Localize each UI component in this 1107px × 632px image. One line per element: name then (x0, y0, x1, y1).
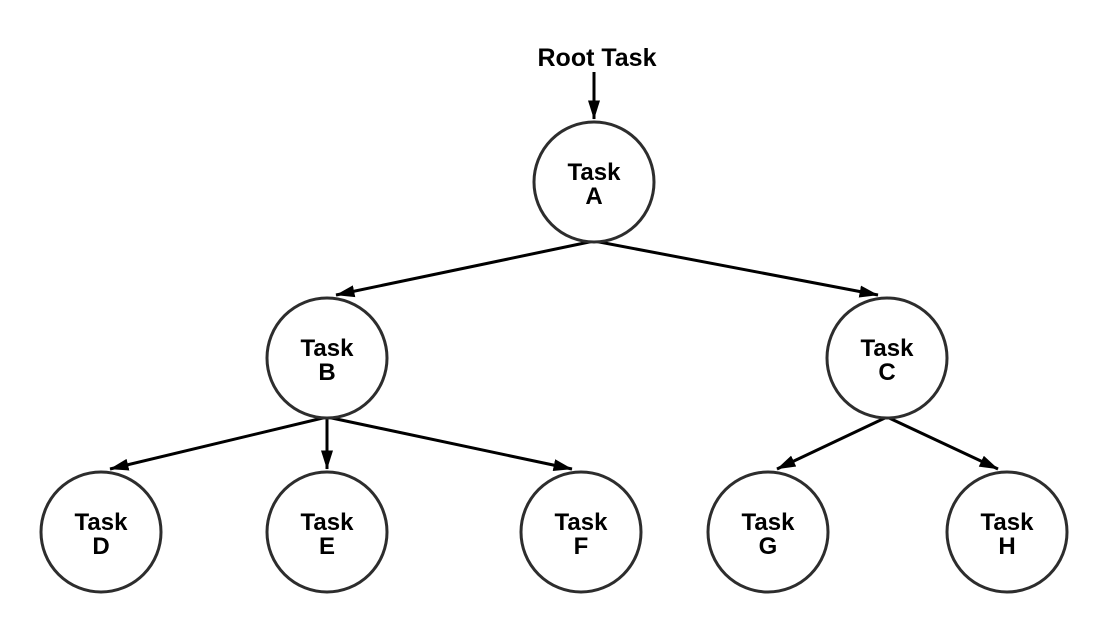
node-circle (39, 470, 163, 594)
edge-b-f (326, 415, 573, 472)
node-circle (265, 470, 389, 594)
edge-b-d (109, 415, 328, 471)
node-circle (825, 296, 949, 420)
edge-a-b (335, 239, 595, 298)
node-circle (265, 296, 389, 420)
edges-layer (109, 72, 999, 472)
node-circle (532, 120, 656, 244)
node-circle (706, 470, 830, 594)
edge-c-h (886, 415, 999, 471)
edge-a-c (593, 239, 879, 298)
node-circle (519, 470, 643, 594)
root-task-label: Root Task (538, 44, 657, 72)
edge-c-g (776, 415, 888, 471)
node-circle (945, 470, 1069, 594)
